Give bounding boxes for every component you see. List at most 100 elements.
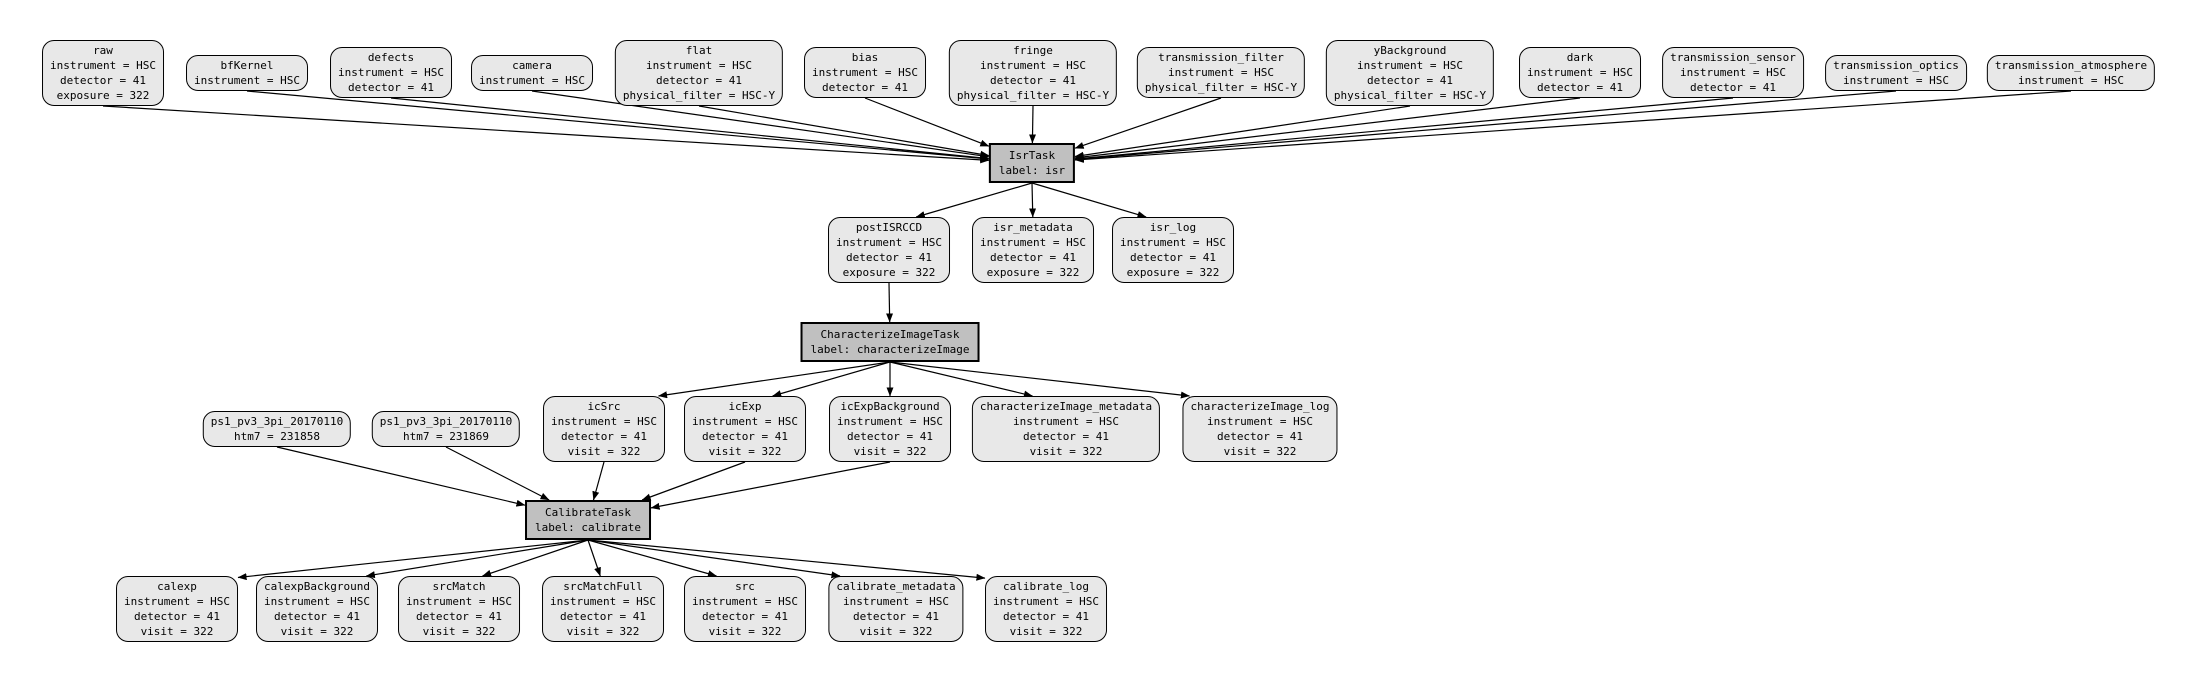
node-attribute: detector = 41: [273, 610, 361, 623]
node-attribute: exposure = 322: [1126, 266, 1220, 279]
node-title: yBackground: [1373, 44, 1447, 57]
node-attribute: instrument = HSC: [692, 595, 798, 608]
node-attribute: detector = 41: [701, 430, 789, 443]
node-attribute: instrument = HSC: [980, 59, 1086, 72]
edge-calibrate-to-srcMatchFull: [587, 539, 601, 577]
node-title: calexp: [157, 580, 197, 593]
node-title: postISRCCD: [855, 221, 923, 234]
node-attribute: detector = 41: [1129, 251, 1217, 264]
node-attribute: instrument = HSC: [550, 595, 656, 608]
dataset-node-calexpBackground: calexpBackground instrument = HSC detector…: [256, 576, 378, 642]
node-title: CharacterizeImageTask: [820, 328, 960, 341]
node-attribute: detector = 41: [989, 251, 1077, 264]
edge-calibrate-to-calibrate_log: [587, 539, 986, 581]
node-title: transmission_filter: [1158, 51, 1284, 64]
node-title: bfKernel: [220, 59, 274, 72]
edge-bfKernel-to-isr: [246, 90, 990, 162]
node-attribute: visit = 322: [708, 445, 782, 458]
node-title: transmission_sensor: [1670, 51, 1796, 64]
node-title: isr_log: [1149, 221, 1197, 234]
node-attribute: detector = 41: [133, 610, 221, 623]
edge-calibrate-to-calexp: [237, 539, 589, 581]
node-attribute: instrument = HSC: [1527, 66, 1633, 79]
dataset-node-transmission_sensor: transmission_sensor instrument = HSC detec…: [1662, 47, 1804, 98]
edge-isr-to-isr_log: [1031, 182, 1147, 218]
node-title: icExp: [728, 400, 762, 413]
node-attribute: detector = 41: [655, 74, 743, 87]
node-title: calexpBackground: [264, 580, 370, 593]
node-attribute: visit = 322: [708, 625, 782, 638]
node-title: isr_metadata: [993, 221, 1073, 234]
node-attribute: instrument = HSC: [264, 595, 370, 608]
edge-calibrate-to-calibrate_metadata: [587, 539, 841, 579]
node-title: camera: [512, 59, 552, 72]
node-attribute: label: characterizeImage: [810, 343, 970, 356]
node-title: dark: [1566, 51, 1594, 64]
node-attribute: instrument = HSC: [1120, 236, 1226, 249]
edge-icExp-to-calibrate: [641, 461, 746, 501]
node-title: CalibrateTask: [544, 506, 632, 519]
edge-ps1_b-to-calibrate: [445, 446, 550, 501]
edge-characterizeImage-to-characterizeImage_log: [889, 361, 1190, 399]
node-attribute: visit = 322: [567, 445, 641, 458]
node-title: icExpBackground: [840, 400, 940, 413]
node-attribute: instrument = HSC: [1680, 66, 1786, 79]
node-attribute: detector = 41: [852, 610, 940, 623]
node-attribute: detector = 41: [59, 74, 147, 87]
node-attribute: physical_filter = HSC-Y: [1144, 81, 1298, 94]
node-attribute: instrument = HSC: [646, 59, 752, 72]
node-attribute: label: isr: [998, 164, 1066, 177]
edge-defects-to-isr: [390, 97, 990, 162]
node-attribute: instrument = HSC: [1207, 415, 1313, 428]
node-attribute: detector = 41: [1689, 81, 1777, 94]
node-attribute: detector = 41: [989, 74, 1077, 87]
edge-transmission_filter-to-isr: [1074, 97, 1222, 149]
node-attribute: exposure = 322: [842, 266, 936, 279]
node-title: raw: [93, 44, 113, 57]
edge-calibrate-to-srcMatch: [482, 539, 589, 577]
edge-transmission_sensor-to-isr: [1074, 97, 1734, 162]
node-attribute: physical_filter = HSC-Y: [956, 89, 1110, 102]
node-title: calibrate_metadata: [836, 580, 956, 593]
node-title: transmission_atmosphere: [1994, 59, 2148, 72]
edge-ps1_a-to-calibrate: [276, 446, 526, 507]
node-attribute: physical_filter = HSC-Y: [1333, 89, 1487, 102]
edge-postISRCCD-to-characterizeImage: [886, 282, 894, 323]
node-attribute: detector = 41: [1022, 430, 1110, 443]
edge-fringe-to-isr: [1029, 105, 1037, 144]
node-attribute: label: calibrate: [535, 521, 641, 534]
node-attribute: detector = 41: [1216, 430, 1304, 443]
node-attribute: detector = 41: [821, 81, 909, 94]
dataset-node-icExp: icExp instrument = HSC detector = 41 visit …: [684, 396, 806, 462]
node-attribute: detector = 41: [701, 610, 789, 623]
node-attribute: htm7 = 231869: [402, 430, 490, 443]
node-attribute: exposure = 322: [986, 266, 1080, 279]
node-attribute: instrument = HSC: [1013, 415, 1119, 428]
node-attribute: visit = 322: [140, 625, 214, 638]
node-attribute: visit = 322: [1009, 625, 1083, 638]
edge-calibrate-to-src: [587, 539, 717, 578]
node-title: icSrc: [587, 400, 621, 413]
node-attribute: instrument = HSC: [692, 415, 798, 428]
node-attribute: detector = 41: [845, 251, 933, 264]
edge-calibrate-to-calexpBackground: [365, 539, 589, 579]
node-attribute: exposure = 322: [56, 89, 150, 102]
node-attribute: visit = 322: [422, 625, 496, 638]
